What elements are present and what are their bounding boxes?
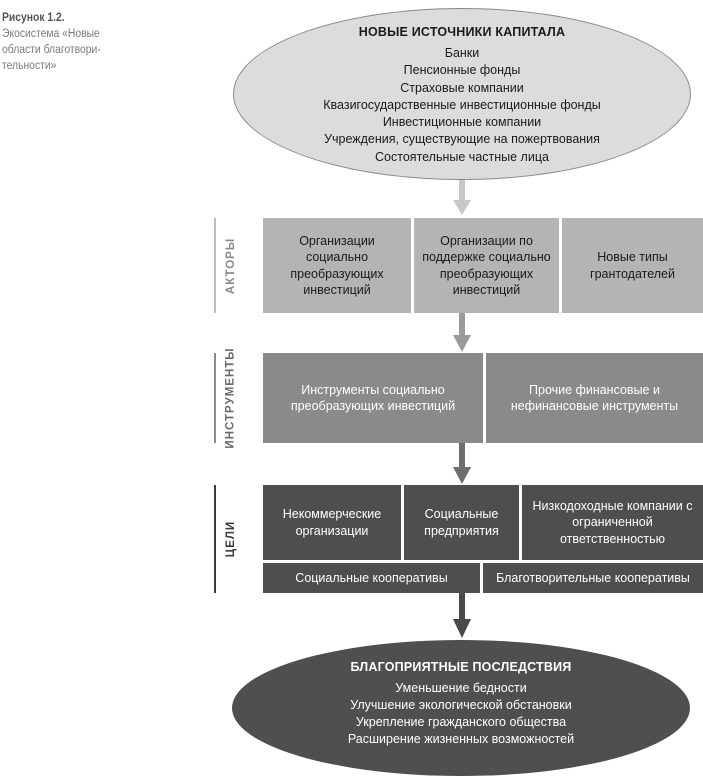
capital-source-item: Квазигосударственные инвестиционные фонд… — [323, 97, 601, 112]
capital-source-item: Состоятельные частные лица — [375, 149, 549, 164]
capital-source-item: Страховые компании — [400, 80, 524, 95]
goal-box-nonprofits: Некоммерческие организации — [263, 485, 401, 560]
goal-box-charitable-coops: Благотворительные кооперативы — [483, 563, 703, 593]
goal-box-low-profit-llc: Низкодоходные компании с ограниченной от… — [522, 485, 703, 560]
actor-box-new-grantmakers: Новые типы грантодателей — [562, 218, 703, 313]
arrow-down-icon — [453, 180, 471, 215]
arrow-down-icon — [453, 443, 471, 484]
outcomes-ellipse: БЛАГОПРИЯТНЫЕ ПОСЛЕДСТВИЯ Уменьшение бед… — [232, 640, 690, 776]
caption-line: области благотвори- — [2, 44, 101, 56]
caption-line: тельности» — [2, 60, 57, 72]
capital-source-item: Пенсионные фонды — [403, 63, 521, 78]
figure-caption: Рисунок 1.2. Экосистема «Новые области б… — [2, 10, 137, 74]
capital-sources-ellipse: НОВЫЕ ИСТОЧНИКИ КАПИТАЛА Банки Пенсионны… — [233, 8, 691, 180]
outcomes-title: БЛАГОПРИЯТНЫЕ ПОСЛЕДСТВИЯ — [350, 660, 572, 674]
actors-label: АКТОРЫ — [214, 218, 246, 313]
capital-sources-title: НОВЫЕ ИСТОЧНИКИ КАПИТАЛА — [358, 25, 566, 39]
capital-source-item: Банки — [444, 46, 480, 60]
actor-box-sti-support: Организации по поддержке социально преоб… — [414, 218, 559, 313]
figure-number: Рисунок 1.2. — [2, 12, 65, 24]
arrow-down-icon — [453, 593, 471, 638]
capital-source-item: Учреждения, существующие на пожертвовани… — [324, 132, 600, 147]
outcome-item: Расширение жизненных возможностей — [347, 732, 575, 746]
caption-line: Экосистема «Новые — [2, 28, 100, 40]
goal-box-social-coops: Социальные кооперативы — [263, 563, 480, 593]
actor-box-sti-organizations: Организации социально преобразующих инве… — [263, 218, 411, 313]
outcome-item: Уменьшение бедности — [395, 681, 527, 695]
goal-box-social-enterprises: Социальные предприятия — [404, 485, 519, 560]
capital-source-item: Инвестиционные компании — [382, 115, 542, 130]
goals-label: ЦЕЛИ — [214, 485, 246, 593]
outcome-item: Улучшение экологической обстановки — [350, 698, 572, 712]
arrow-down-icon — [453, 313, 471, 352]
instrument-box-sti: Инструменты социально преобразующих инве… — [263, 353, 483, 443]
outcome-item: Укрепление гражданского общества — [355, 715, 567, 729]
instrument-box-other: Прочие финансовые и нефинансовые инструм… — [486, 353, 703, 443]
instruments-label: ИНСТРУМЕНТЫ — [214, 347, 246, 449]
